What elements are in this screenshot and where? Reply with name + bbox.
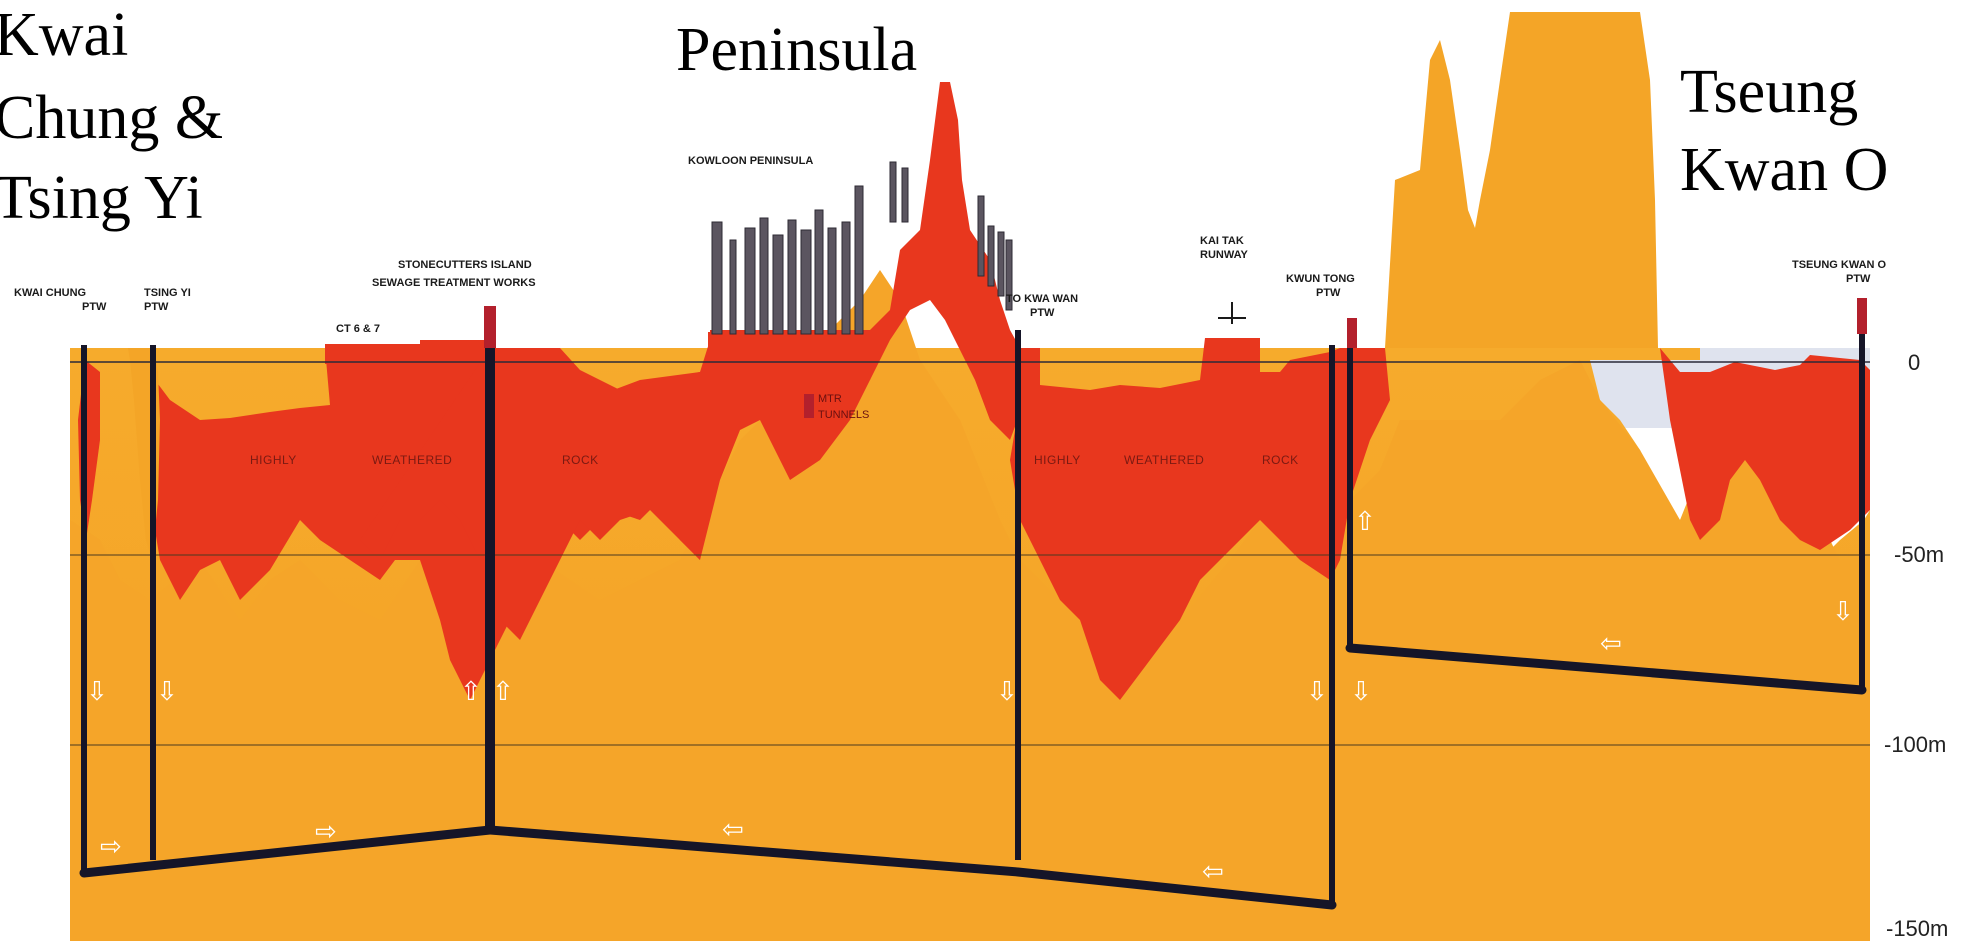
- tunnel-tko: [1345, 643, 1867, 695]
- rock-label-west-3: ROCK: [562, 453, 599, 467]
- building-6: [787, 219, 797, 335]
- arrow-down-kwun-tong-2: ⇩: [1350, 677, 1372, 707]
- tseung-kwan-o-mountain: [1385, 12, 1658, 348]
- depth-label-50: -50m: [1894, 542, 1944, 567]
- arrow-down-kwun-tong-1: ⇩: [1306, 677, 1328, 707]
- rock-label-west-1: HIGHLY: [250, 453, 297, 467]
- kai-tak-plane-icon: [1218, 302, 1246, 324]
- region-label-peninsula: Peninsula: [676, 16, 917, 84]
- kowloon-buildings: [711, 161, 1013, 335]
- site-label-kai-tak-2: RUNWAY: [1200, 249, 1249, 261]
- mtr-label-2: TUNNELS: [818, 409, 869, 421]
- region-label-kwai-chung-line-3: Tsing Yi: [0, 164, 203, 232]
- building-11: [854, 185, 864, 335]
- site-label-tko-2: PTW: [1846, 273, 1871, 285]
- site-label-kwun-tong-2: PTW: [1316, 287, 1341, 299]
- building-10: [841, 221, 851, 335]
- kwun-tong-shaft-cap: [1347, 318, 1357, 348]
- weathered-rock-east: [1010, 338, 1390, 700]
- kai-tak-runway-block: [1205, 338, 1260, 358]
- building-2: [729, 239, 737, 335]
- peninsula-reclaimed-land: [708, 332, 870, 350]
- region-label-kwai-chung-line-2: Chung &: [0, 84, 223, 152]
- building-14: [977, 195, 985, 277]
- arrow-down-tsing-yi: ⇩: [156, 677, 178, 707]
- site-label-tsing-yi-2: PTW: [144, 301, 169, 313]
- building-1: [711, 221, 723, 335]
- arrow-down-to-kwa-wan: ⇩: [996, 677, 1018, 707]
- rock-label-east-3: ROCK: [1262, 453, 1299, 467]
- building-7: [800, 229, 812, 335]
- rock-label-east-1: HIGHLY: [1034, 453, 1081, 467]
- arrow-left-tko: ⇦: [1600, 629, 1622, 659]
- building-12: [889, 161, 897, 223]
- building-5: [772, 234, 784, 335]
- depth-label-150: -150m: [1886, 916, 1948, 941]
- mtr-label-1: MTR: [818, 393, 842, 405]
- tunnel-central: [485, 825, 1337, 910]
- site-label-stonecutters-2: SEWAGE TREATMENT WORKS: [372, 277, 536, 289]
- flow-arrows: ⇩ ⇩ ⇨ ⇨ ⇧ ⇧ ⇦ ⇩ ⇦ ⇩ ⇩ ⇧ ⇦ ⇩: [86, 507, 1854, 887]
- site-label-kowloon-peninsula: KOWLOON PENINSULA: [688, 155, 813, 167]
- building-9: [827, 227, 837, 335]
- building-3: [744, 227, 756, 335]
- site-label-kai-tak-1: KAI TAK: [1200, 235, 1244, 247]
- site-label-kwai-chung-2: PTW: [82, 301, 107, 313]
- rock-label-east-2: WEATHERED: [1124, 453, 1204, 467]
- weathered-rock-tko: [1660, 348, 1870, 550]
- ct67-terminal: [325, 344, 420, 364]
- site-label-tko-1: TSEUNG KWAN O: [1792, 259, 1887, 271]
- building-13: [901, 167, 909, 223]
- depth-label-0: 0: [1908, 350, 1920, 375]
- region-label-tko-line-1: Tseung: [1680, 58, 1858, 126]
- arrow-right-west-1: ⇨: [100, 832, 122, 862]
- site-label-to-kwa-wan-1: TO KWA WAN: [1006, 293, 1078, 305]
- tunnel-west: [79, 825, 495, 878]
- building-4: [759, 217, 769, 335]
- arrow-left-central-2: ⇦: [1202, 857, 1224, 887]
- rock-label-west-2: WEATHERED: [372, 453, 452, 467]
- fresh-rock-mass: [70, 270, 1870, 941]
- site-label-kwai-chung-1: KWAI CHUNG: [14, 287, 86, 299]
- arrow-right-west-2: ⇨: [315, 817, 337, 847]
- building-8: [814, 209, 824, 335]
- arrow-down-tko: ⇩: [1832, 597, 1854, 627]
- site-label-tsing-yi-1: TSING YI: [144, 287, 191, 299]
- arrow-up-stonecutters-1: ⇧: [460, 677, 482, 707]
- mtr-tunnel-marker: [804, 394, 814, 418]
- building-17: [1005, 239, 1013, 311]
- site-label-kwun-tong-1: KWUN TONG: [1286, 273, 1355, 285]
- arrow-left-central-1: ⇦: [722, 815, 744, 845]
- peninsula-spire: [870, 82, 1025, 440]
- arrow-up-kwun-tong: ⇧: [1354, 507, 1376, 537]
- tko-shaft-cap: [1857, 298, 1867, 334]
- site-label-ct67: CT 6 & 7: [336, 323, 380, 335]
- site-label-stonecutters-1: STONECUTTERS ISLAND: [398, 259, 532, 271]
- stonecutters-shaft-cap: [484, 306, 496, 348]
- building-15: [987, 225, 995, 287]
- region-label-kwai-chung-line-1: Kwai: [0, 1, 128, 69]
- building-16: [997, 231, 1005, 297]
- site-label-to-kwa-wan-2: PTW: [1030, 307, 1055, 319]
- vertical-shafts: [81, 318, 1865, 905]
- arrow-up-stonecutters-2: ⇧: [492, 677, 514, 707]
- arrow-down-kwai-chung: ⇩: [86, 677, 108, 707]
- tunnels: [79, 643, 1867, 910]
- depth-label-100: -100m: [1884, 732, 1946, 757]
- region-label-tko-line-2: Kwan O: [1680, 136, 1888, 204]
